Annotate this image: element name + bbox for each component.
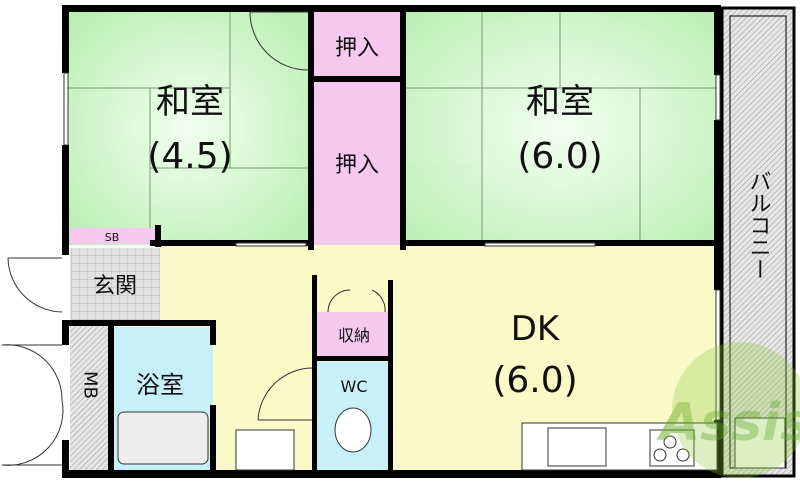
genkan-label: 玄関 — [93, 274, 137, 299]
assist-watermark-logo: Assist — [656, 342, 800, 478]
genkan — [70, 248, 160, 322]
svg-text:Assist: Assist — [656, 393, 800, 453]
washitsu-left-room — [68, 12, 310, 245]
washitsu-right-room — [405, 12, 718, 245]
storage-label: 収納 — [338, 326, 370, 345]
washitsu-right-size: (6.0) — [517, 136, 602, 177]
dk-size: (6.0) — [492, 360, 577, 401]
oshiire-mid-label: 押入 — [335, 153, 379, 178]
washitsu-right-label: 和室 — [526, 82, 594, 122]
oshiire-mid — [313, 82, 401, 245]
oshiire-top — [313, 12, 401, 77]
balcony-label: バルコニー — [746, 170, 771, 280]
storage — [316, 312, 392, 357]
washitsu-left-size: (4.5) — [147, 136, 232, 177]
oshiire-top-label: 押入 — [335, 36, 379, 61]
dk-label: DK — [511, 309, 561, 349]
washitsu-left-label: 和室 — [156, 82, 224, 122]
sb-closet — [70, 228, 160, 244]
sb-label: SB — [105, 231, 120, 244]
wc-label: WC — [341, 377, 368, 396]
mb-label: MB — [80, 371, 101, 399]
bath-label: 浴室 — [136, 371, 184, 399]
mb — [70, 325, 110, 473]
